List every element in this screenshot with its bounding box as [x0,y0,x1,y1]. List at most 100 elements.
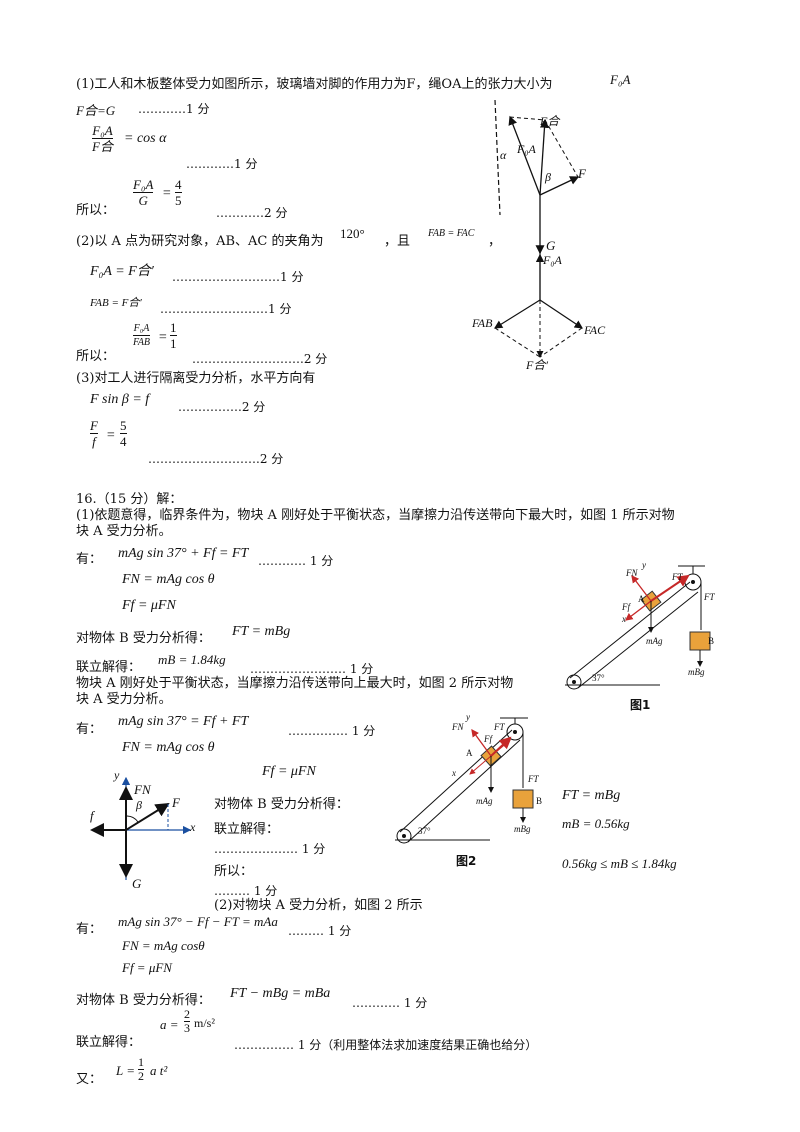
q16-eq14-frac: 1 2 [138,1056,144,1083]
fig1-lbl-b: B [708,636,715,646]
q16-eq14-den: 2 [138,1069,144,1083]
q16-r2: mB = 0.56kg [562,816,630,831]
q15-eq2-num: F₀A [133,177,154,192]
q16-line2: 块 A 受力分析。 [76,524,172,539]
q16-eq13-lhs: a = [160,1017,179,1032]
q15-lbl-g: G [546,238,556,253]
q15-lbl-fab: FAB [472,316,493,330]
fig1-lbl-ff: Ff [622,602,630,612]
axes-lbl-beta: β [136,798,142,812]
q15-eq5-rhs: 1 1 [170,320,177,351]
q15-eq2-eq: = [162,186,172,201]
q15-score6: ……………………….2 分 [192,352,328,366]
q16-score5: ……… 1 分 [214,884,278,898]
fig1-angle: 37° [592,673,605,683]
axes-lbl-y: y [114,768,120,782]
q15-part2-mid: ，且 [384,234,411,249]
q16-eq5: mB = 1.84kg [158,652,226,667]
q15-score8: ……………………….2 分 [148,452,284,466]
q16-heading: 16.（15 分）解： [76,492,183,507]
q15-eq6: F sin β = f [90,392,150,407]
fig1-lbl-mag: mAg [646,636,663,646]
q15-lbl-f: F [578,166,586,181]
q15-eq1-num: F₀A [92,123,113,138]
q15-lbl-fac: FAC [584,323,606,337]
fig1-lbl-mbg: mBg [688,667,705,677]
q15-score5: ………………………1 分 [160,302,292,316]
fraction-bar [92,138,113,139]
q16-eq8: Ff = μFN [262,764,316,779]
q15-eq5-frac: F₀A FAB [133,322,151,349]
q16-you1: 有： [76,552,103,567]
q15-lbl-beta: β [545,170,551,184]
q15-eq7-num: F [90,418,98,433]
fraction-bar [133,335,151,336]
q15-eq2-rhs-num: 4 [175,177,182,192]
q15-eq4: FAB = F合′ [90,297,142,309]
q16-lj2: 联立解得： [214,822,280,837]
q16-eq9: mAg sin 37° − Ff − FT = mAa [118,914,278,929]
q15-eq7-eq: = [106,428,116,443]
q16-b1: 对物体 B 受力分析得： [76,631,211,646]
fig1-lbl-a: A [638,594,645,604]
q15-eq7-rhs: 5 4 [120,418,127,449]
q16-eq12: FT − mBg = mBa [230,986,331,1001]
q15-lbl-fhe: F合 [540,114,560,128]
q15-eq2-rhs: 4 5 [175,177,182,208]
q15-eq2-den: G [138,193,148,208]
q15-lbl-f0a: F₀A [517,142,536,156]
q16-r3: 0.56kg ≤ mB ≤ 1.84kg [562,856,677,871]
fig2-lbl-ft: FT [494,722,505,732]
fraction-bar [184,1021,190,1022]
q15-f0a-symbol: F₀A [610,72,631,87]
q15-lbl-fhe2: F合′ [526,358,548,372]
fraction-bar [90,433,98,434]
fig1-lbl-ft: FT [672,572,683,582]
fig2-lbl-ft2: FT [528,774,539,784]
fraction-bar [133,192,154,193]
fig1-lbl-fn: FN [626,568,638,578]
q16-score6: ……… 1 分 [288,924,352,938]
q16-eq14-lhs: L = [116,1063,136,1078]
fig2-angle: 37° [418,826,431,836]
fig2-lbl-a: A [466,748,473,758]
q16-score8: …………… 1 分（利用整体法求加速度结果正确也给分） [234,1038,538,1052]
q16-eq7: FN = mAg cos θ [122,740,215,755]
q16-score2: …………………… 1 分 [250,662,374,676]
fraction-bar [138,1069,144,1070]
q15-lbl-alpha: α [500,148,507,162]
q16-eq6: mAg sin 37° = Ff + FT [118,714,249,729]
q15-eq1-rhs: = cos α [124,131,167,146]
q15-part3: (3)对工人进行隔离受力分析，水平方向有 [76,371,316,386]
q16-you2: 有： [76,722,103,737]
q15-eq3: F₀A = F合′ [90,264,154,279]
q15-so2: 所以： [76,349,116,364]
q15-eq1-den: F合 [92,139,113,154]
fig2-lbl-mbg: mBg [514,824,531,834]
q16-you3: 有： [76,922,103,937]
q16-eq13-unit: m/s² [194,1016,215,1030]
q15-part2-end: ， [488,234,502,249]
q16-fig1 [565,565,711,690]
fraction-bar [120,433,127,434]
q16-so: 所以： [214,864,254,879]
q15-score1: …………1 分 [138,102,210,116]
fig2-lbl-mag: mAg [476,796,493,806]
q16-eq14-num: 1 [138,1055,144,1069]
q15-eq5-den: FAB [133,337,151,348]
q16-b2: 对物体 B 受力分析得： [214,797,349,812]
fraction-bar [170,335,177,336]
axes-lbl-f-small: f [90,808,94,823]
q15-eq7-den: f [92,434,96,449]
fraction-bar [175,192,182,193]
q15-eq2-frac: F₀A G [133,177,154,208]
fig2-lbl-ff: Ff [484,734,492,744]
q15-part2: (2)以 A 点为研究对象，AB、AC 的夹角为 [76,234,324,249]
q16-eq11: Ff = μFN [122,960,172,975]
fig2-lbl-fn: FN [452,722,464,732]
q16-eq13-frac: 2 3 [184,1008,190,1035]
fig1-lbl-ft2: FT [704,592,715,602]
q16-fig2 [395,717,534,844]
q15-eq1-frac: F₀A F合 [92,123,113,154]
q16-eq14-rhs: a t² [150,1063,168,1078]
